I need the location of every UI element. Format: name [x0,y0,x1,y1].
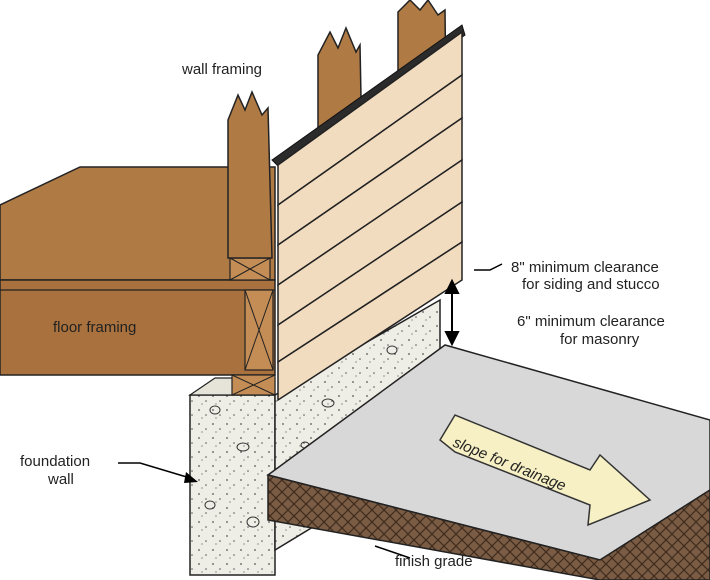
clearance-dimension [444,278,460,347]
finish-grade-leader [374,545,411,559]
clearance-leader [474,263,503,271]
label-clearance-siding-line2: for siding and stucco [522,276,660,293]
label-clearance-siding-line1: 8" minimum clearance [511,259,659,276]
label-clearance-masonry-line1: 6" minimum clearance [517,313,665,330]
foundation-leader-arrowhead [184,472,198,483]
floor-framing [0,166,276,396]
label-floor-framing: floor framing [53,319,136,336]
label-foundation-line1: foundation [20,453,90,470]
soil-layer [267,474,710,580]
label-finish-grade: finish grade [395,553,473,570]
foundation-leader [118,462,191,479]
label-wall-framing: wall framing [181,61,262,78]
label-foundation-line2: wall [47,471,74,488]
label-clearance-masonry-line2: for masonry [560,331,640,348]
siding [277,30,463,402]
